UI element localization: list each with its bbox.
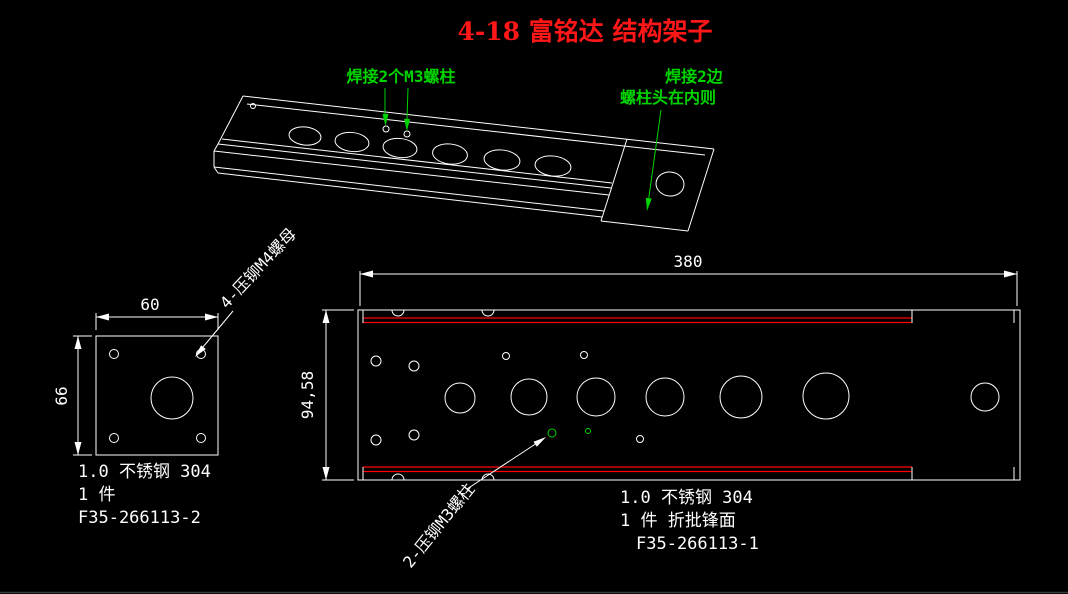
- dimension-380-label: 380: [674, 252, 703, 271]
- dim-arrowhead: [360, 270, 373, 278]
- dimension-60: 60: [95, 295, 219, 330]
- extension-lines: [73, 335, 92, 456]
- iso-holes: [250, 103, 685, 197]
- hole-circle: [970, 382, 1000, 412]
- dim-arrowhead: [322, 467, 330, 480]
- corner-hole: [196, 433, 206, 443]
- leader-arrowhead: [382, 114, 389, 126]
- hole-ellipse: [334, 131, 370, 153]
- dim-arrowhead: [74, 442, 82, 455]
- plate-small-holes: [370, 351, 644, 446]
- dimension-60-label: 60: [140, 295, 159, 314]
- hole-ellipse: [288, 126, 322, 146]
- flange-part-number: F35-266113-2: [78, 508, 201, 528]
- plate-part-number: F35-266113-1: [636, 534, 759, 554]
- small-hole: [502, 352, 510, 360]
- extension-lines: [359, 271, 1018, 306]
- leader-arrowhead: [404, 119, 410, 131]
- weld-sides-label-line2: 螺柱头在内则: [620, 88, 716, 107]
- m3-stud-hole: [403, 130, 411, 138]
- plate-large-holes: [444, 372, 1000, 420]
- corner-hole: [109, 349, 119, 359]
- flange-notes: 1.0 不锈钢 304 1 件 F35-266113-2: [78, 462, 211, 528]
- dimension-94-58-label: 94,58: [298, 371, 317, 419]
- flange-plate-view: 60 66 4-压铆M4螺母 1.0 不锈钢 304 1 件 F35-26611…: [52, 224, 300, 528]
- dimension-380: 380: [359, 252, 1018, 306]
- dim-arrowhead: [1004, 270, 1017, 278]
- plate-outline: [357, 309, 1021, 481]
- small-hole: [370, 434, 382, 446]
- end-plate-hole-ellipse: [655, 171, 685, 197]
- hole-circle: [802, 372, 850, 420]
- extension-lines: [322, 309, 354, 481]
- hole-ellipse: [382, 137, 418, 159]
- annotation-weld-studs: 焊接2个M3螺柱: [347, 67, 456, 131]
- dimension-66: 66: [52, 335, 92, 456]
- m3-studs-leader-label: 2-压铆M3螺柱: [399, 480, 478, 572]
- edge-notches: [391, 309, 495, 481]
- small-hole: [408, 429, 420, 441]
- weld-sides-label-line1: 焊接2边: [665, 67, 724, 86]
- isometric-view: 焊接2个M3螺柱 焊接2边 螺柱头在内则: [213, 67, 724, 232]
- flange-quantity: 1 件: [78, 485, 115, 505]
- bend-lines: [363, 317, 912, 473]
- leader-arrowhead: [195, 345, 206, 357]
- dim-arrowhead: [205, 313, 218, 321]
- m3-stud-hole: [382, 125, 390, 133]
- leader-m4-nuts: 4-压铆M4螺母: [195, 224, 300, 357]
- extension-lines: [95, 313, 219, 330]
- flange-outline: [95, 335, 219, 456]
- dim-arrowhead: [74, 336, 82, 349]
- weld-studs-leader-lines: [384, 87, 409, 120]
- hole-ellipse: [483, 149, 521, 171]
- center-hole: [150, 376, 194, 420]
- small-hole: [580, 351, 588, 359]
- hole-circle: [719, 375, 763, 419]
- small-hole: [408, 360, 420, 372]
- plate-notes: 1.0 不锈钢 304 1 件 折批锋面 F35-266113-1: [620, 488, 759, 554]
- dim-arrowhead: [96, 313, 109, 321]
- hole-circle: [576, 377, 616, 417]
- m3-stud-position: [585, 428, 591, 434]
- annotation-weld-sides: 焊接2边 螺柱头在内则: [620, 67, 724, 211]
- dim-arrowhead: [322, 310, 330, 323]
- weld-sides-leader-line: [648, 109, 662, 199]
- dimension-94-58: 94,58: [298, 309, 354, 481]
- hole-ellipse: [432, 143, 468, 165]
- hole-circle: [510, 378, 548, 416]
- main-plate-view: 380 94,58 2-压铆M3螺柱 1.0 不锈钢 304 1 件 折批锋面 …: [298, 252, 1021, 571]
- plate-material: 1.0 不锈钢 304: [620, 488, 753, 508]
- plate-quantity: 1 件 折批锋面: [620, 511, 736, 531]
- small-hole: [250, 103, 256, 109]
- m3-stud-position: [547, 428, 557, 438]
- edge-relief-lines: [362, 310, 1015, 480]
- leader-line: [466, 442, 538, 490]
- hole-circle: [444, 382, 476, 414]
- small-hole: [636, 435, 644, 443]
- leader-m3-studs: 2-压铆M3螺柱: [399, 437, 546, 571]
- hole-ellipse: [534, 155, 572, 177]
- hole-circle: [645, 377, 685, 417]
- leader-arrowhead: [533, 437, 546, 447]
- leader-line: [202, 310, 234, 348]
- iso-outline: [213, 95, 715, 232]
- leader-arrowhead: [645, 197, 652, 211]
- flange-material: 1.0 不锈钢 304: [78, 462, 211, 482]
- corner-hole: [109, 433, 119, 443]
- small-hole: [370, 355, 382, 367]
- m4-nuts-leader-label: 4-压铆M4螺母: [216, 224, 300, 312]
- weld-studs-label: 焊接2个M3螺柱: [347, 67, 456, 86]
- dimension-66-label: 66: [52, 386, 71, 405]
- page-title: 4-18 富铭达 结构架子: [458, 17, 713, 46]
